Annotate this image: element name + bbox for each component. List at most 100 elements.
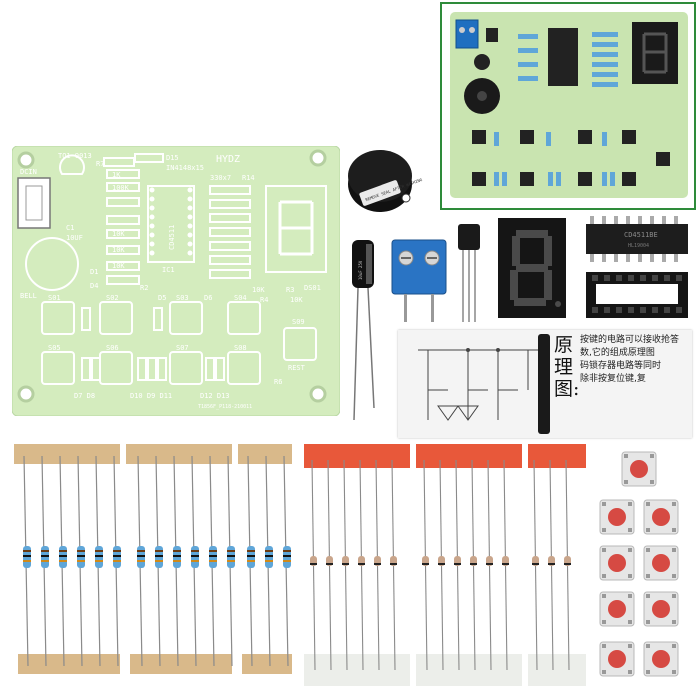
label-r14: R14 (242, 174, 255, 182)
label-ic1: IC1 (162, 266, 175, 274)
label-r2: R2 (140, 284, 148, 292)
buzzer: REMOVE SEAL AFTER WASHING (348, 150, 423, 212)
label-s07: S07 (176, 344, 189, 352)
tape-top (528, 444, 586, 468)
tape-bottom (304, 654, 410, 686)
label-board-code: T1856F_P118-210011 (198, 404, 252, 410)
tape-bottom (528, 654, 586, 686)
label-r-10k-c: 10K (112, 262, 125, 270)
label-rest: REST (288, 364, 306, 372)
tactile-button (621, 451, 657, 487)
screw-terminal (391, 239, 447, 322)
label-to1: TO1 9013 (58, 152, 92, 160)
resistor (173, 455, 181, 667)
schematic-drawing (418, 348, 538, 421)
diode (358, 459, 365, 671)
label-in4148: IN4148x15 (166, 164, 204, 172)
tape-bottom (18, 654, 120, 674)
label-d10d11: D10 D9 D11 (130, 392, 172, 400)
resistor (95, 455, 103, 667)
diode (326, 459, 333, 671)
diode (310, 459, 317, 671)
label-r-10k-a: 10K (112, 230, 125, 238)
diode (422, 459, 429, 671)
pcb-brand: HYDZ (216, 154, 240, 165)
label-10uf: 10UF (66, 234, 83, 242)
label-r-330: 330x7 (210, 174, 231, 182)
label-s01: S01 (48, 294, 61, 302)
diode-strips (304, 444, 586, 686)
tape-top (304, 444, 410, 468)
manual-sheet: 原理图: 按键的电路可以接收抢答 数,它的组成原理图 码锁存器电路等同时 除非按… (398, 330, 692, 438)
tactile-button (643, 499, 679, 535)
ic-chip-sub: HL19004 (628, 243, 649, 249)
label-s04: S04 (234, 294, 247, 302)
resistor (113, 455, 121, 667)
resistor-strips (14, 444, 292, 674)
label-r-1k: 1K (112, 171, 121, 179)
diode (390, 459, 397, 671)
diode (486, 459, 493, 671)
label-s02: S02 (106, 294, 119, 302)
diode (502, 459, 509, 671)
diode (438, 459, 445, 671)
manual-line: 数,它的组成原理图 (580, 348, 655, 358)
diode (470, 459, 477, 671)
tape-top (126, 444, 232, 464)
label-r3: R3 (286, 286, 294, 294)
label-s05: S05 (48, 344, 61, 352)
seven-segment-display (498, 218, 566, 318)
tape-top (14, 444, 120, 464)
label-d15: D15 (166, 154, 179, 162)
label-d7d8: D7 D8 (74, 392, 95, 400)
label-c1: C1 (66, 224, 74, 232)
label-r4: R4 (260, 296, 268, 304)
resistor (23, 455, 31, 667)
tactile-button (599, 591, 635, 627)
tactile-buttons (599, 451, 679, 677)
resistor (191, 455, 199, 667)
label-s09: S09 (292, 318, 305, 326)
label-r7: R7 (96, 160, 104, 168)
capacitor-label: 10uF 25V (358, 260, 363, 280)
label-s08: S08 (234, 344, 247, 352)
resistor (227, 455, 235, 667)
assembled-board-image (450, 12, 688, 198)
resistor (137, 455, 145, 667)
label-r6: R6 (274, 378, 282, 386)
tactile-button (599, 641, 635, 677)
pcb-board: DCIN TO1 9013 R7 D15 IN4148x15 1K 100K 1… (12, 146, 340, 416)
resistor (59, 455, 67, 667)
label-bell: BELL (20, 292, 37, 300)
diode (454, 459, 461, 671)
manual-line: 按键的电路可以接收抢答 (580, 335, 680, 345)
tactile-button (599, 499, 635, 535)
transistor (458, 224, 480, 322)
diode (374, 459, 381, 671)
resistor (247, 455, 255, 667)
tactile-button (643, 545, 679, 581)
resistor (209, 455, 217, 667)
inset-assembled-board (440, 2, 696, 210)
ic-chip-label: CD4511BE (624, 231, 658, 239)
diode (564, 459, 571, 671)
diode (532, 459, 539, 671)
resistor (265, 455, 273, 667)
tactile-button (643, 591, 679, 627)
manual-title: 原理图: (554, 334, 580, 400)
label-r3-val: 10K (290, 296, 303, 304)
label-ds01: DS01 (304, 284, 321, 292)
label-chip: CD4511 (168, 225, 176, 250)
label-d4: D4 (90, 282, 98, 290)
label-r-10k-b: 10K (112, 246, 125, 254)
tactile-button (599, 545, 635, 581)
label-r-100k: 100K (112, 184, 130, 192)
ic-socket (586, 272, 688, 318)
tape-bottom (416, 654, 522, 686)
label-r4-val: 10K (252, 286, 265, 294)
diode (342, 459, 349, 671)
manual-line: 除非按复位键,复 (580, 374, 646, 384)
label-d6: D6 (204, 294, 212, 302)
resistor (41, 455, 49, 667)
tape-top (238, 444, 292, 464)
